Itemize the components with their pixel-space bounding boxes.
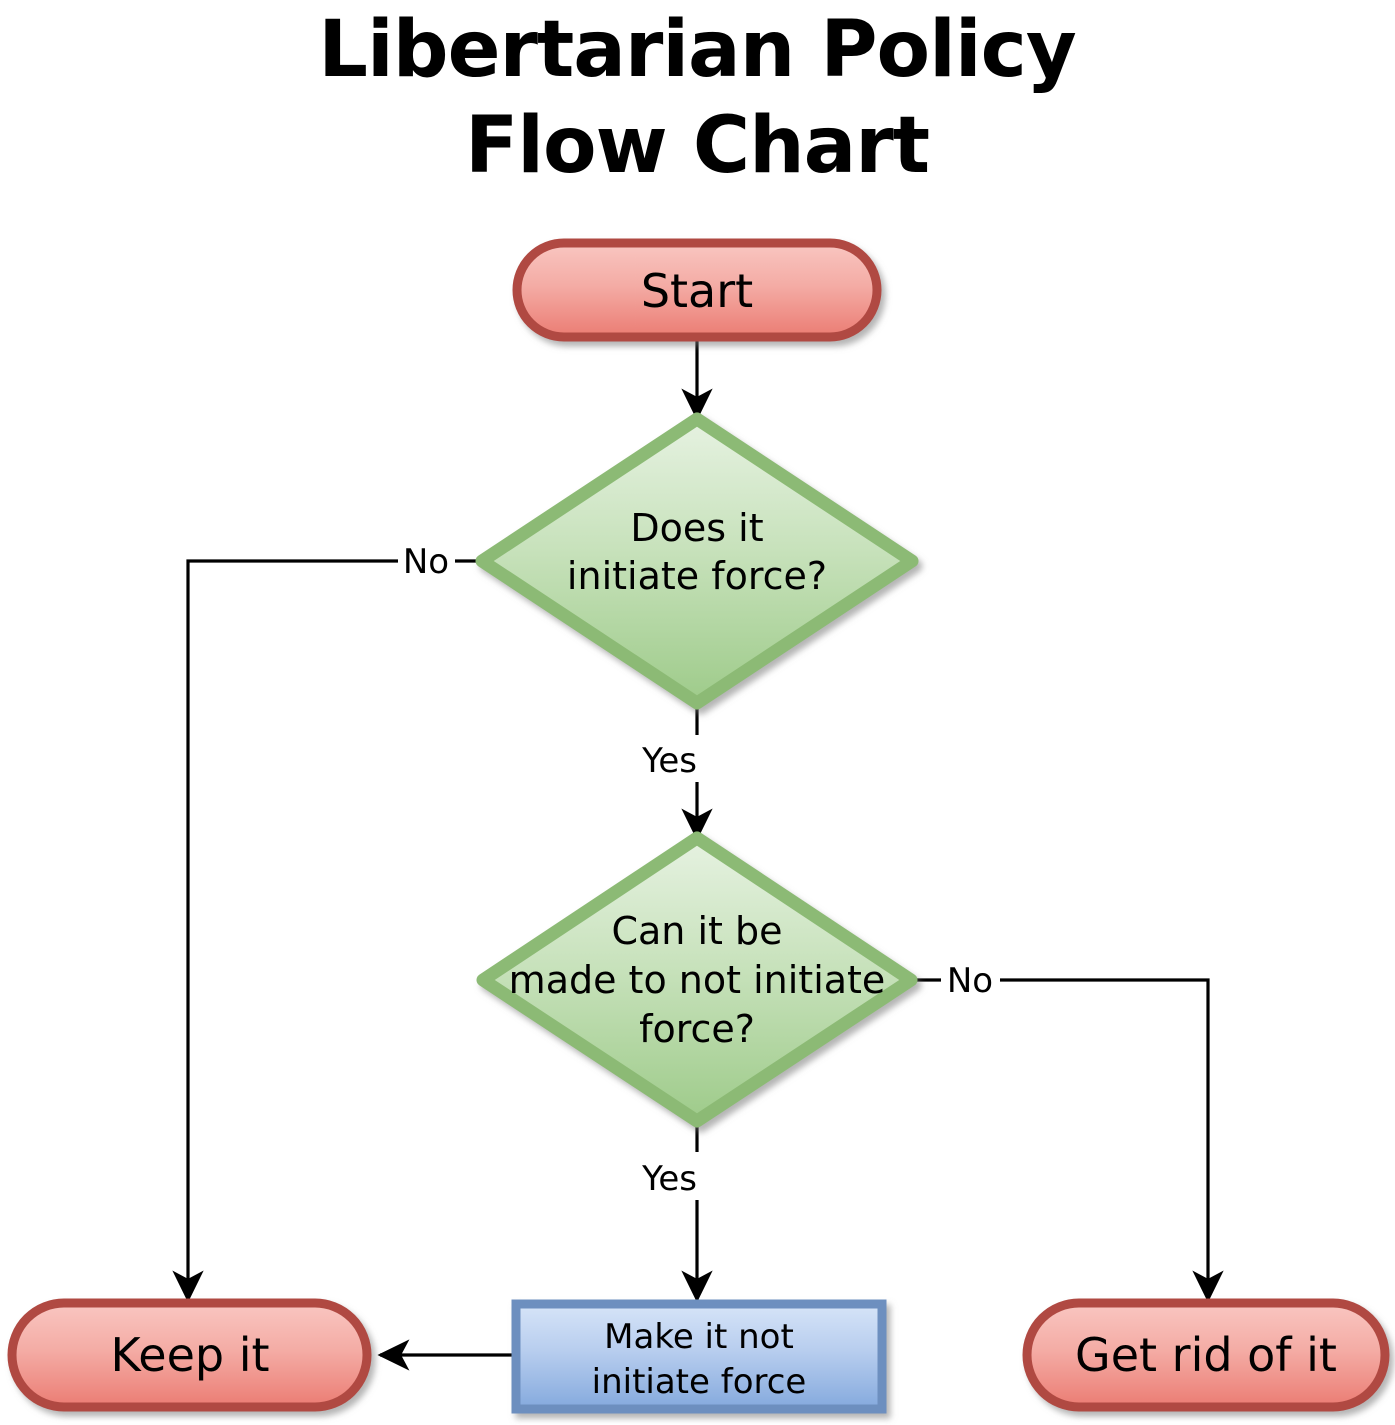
node-decision-initiate-force[interactable]: Does it initiate force?	[475, 412, 919, 710]
node-start-shape[interactable]	[512, 238, 882, 342]
node-decision1-label-line1: Does it	[630, 506, 763, 550]
node-make-not-initiate-force[interactable]: Make it not initiate force	[511, 1299, 887, 1414]
node-decision1-shape[interactable]	[475, 412, 919, 710]
edge-label-decision2-no: No	[947, 961, 993, 1001]
edge-layer	[172, 336, 1224, 1371]
node-keep-it-shape[interactable]	[7, 1298, 372, 1412]
node-make-label-line2: initiate force	[592, 1362, 807, 1402]
edge-label-decision2-yes: Yes	[641, 1159, 697, 1199]
node-make-shape[interactable]	[511, 1299, 887, 1414]
node-decision2-label-line1: Can it be	[611, 909, 782, 953]
node-get-rid-of-it[interactable]: Get rid of it	[1022, 1298, 1390, 1412]
page-title-line1: Libertarian Policy	[318, 5, 1076, 95]
node-get-rid-of-it-label: Get rid of it	[1075, 1328, 1337, 1382]
node-keep-it-label: Keep it	[110, 1328, 269, 1382]
node-make-label-line1: Make it not	[604, 1317, 794, 1357]
edge-label-decision1-no: No	[403, 542, 449, 582]
page-title-line2: Flow Chart	[465, 101, 929, 191]
edge-decision1-no-to-keep	[172, 559, 398, 1303]
node-get-rid-of-it-shape[interactable]	[1022, 1298, 1390, 1412]
node-decision2-shape[interactable]	[476, 831, 918, 1128]
node-decision-can-be-made[interactable]: Can it be made to not initiate force?	[476, 831, 918, 1128]
node-start[interactable]: Start	[512, 238, 882, 342]
edge-label-layer: No Yes No Yes	[403, 542, 993, 1199]
edge-decision2-no-to-getrid	[1000, 978, 1224, 1303]
node-decision2-label-line3: force?	[639, 1007, 755, 1051]
node-start-label: Start	[641, 264, 753, 318]
node-decision1-label-line2: initiate force?	[567, 554, 827, 598]
node-keep-it[interactable]: Keep it	[7, 1298, 372, 1412]
node-decision2-label-line2: made to not initiate	[509, 958, 886, 1002]
edge-label-decision1-yes: Yes	[641, 741, 697, 781]
